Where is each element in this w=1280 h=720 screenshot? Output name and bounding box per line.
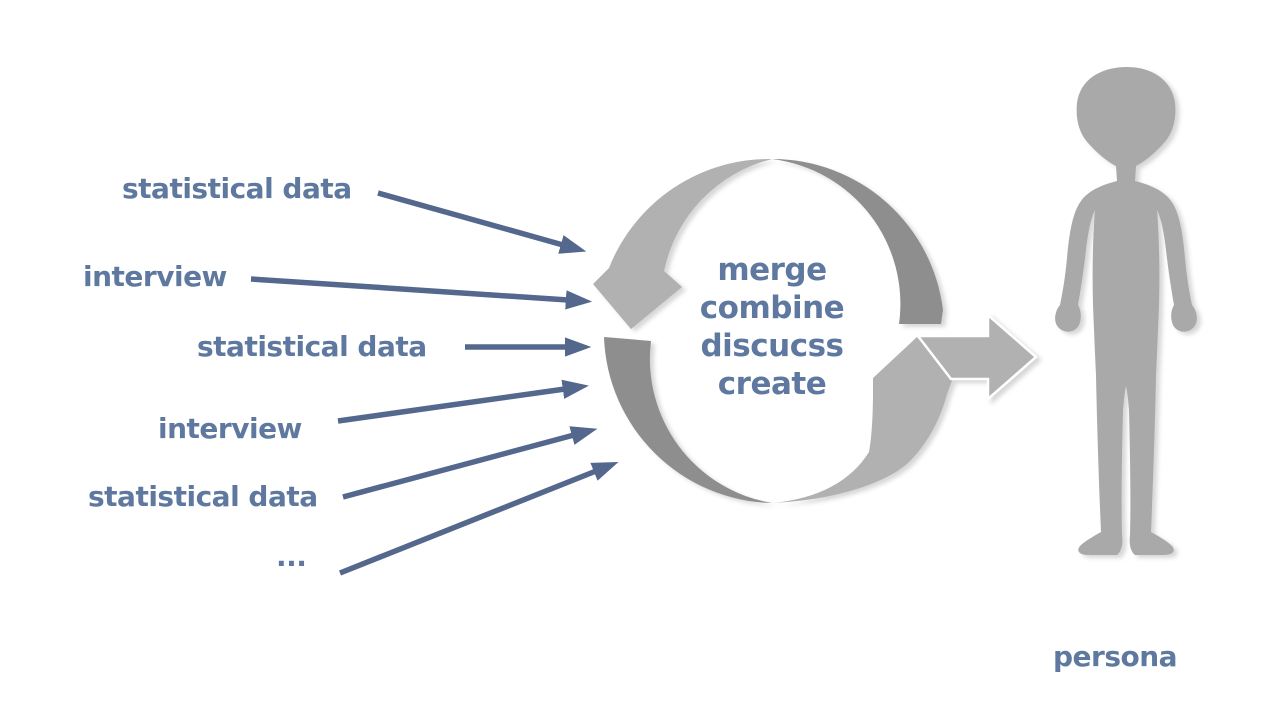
cycle-arc-bottom-left — [604, 337, 772, 503]
cycle-word-merge: merge — [717, 252, 827, 288]
input-arrow-icon — [250, 276, 593, 310]
persona-silhouette-icon — [1055, 67, 1197, 555]
input-label-interview-1: interview — [83, 260, 227, 293]
cycle-word-create: create — [717, 366, 827, 402]
input-label-statistical-data-3: statistical data — [88, 480, 318, 513]
input-label-statistical-data-1: statistical data — [122, 172, 352, 205]
cycle-word-combine: combine — [699, 290, 845, 326]
persona-label: persona — [1053, 640, 1178, 673]
input-arrows — [250, 190, 619, 576]
input-arrow-icon — [377, 190, 587, 254]
input-arrow-icon — [338, 462, 619, 576]
input-label-ellipsis: ... — [276, 540, 307, 573]
cycle-arrows-icon — [593, 158, 1038, 503]
cycle-arc-top-right — [772, 158, 943, 324]
input-label-interview-2: interview — [158, 412, 302, 445]
output-arrow-icon — [915, 312, 1038, 402]
cycle-arc-top-left — [593, 158, 772, 329]
cycle-words: merge combine discucss create — [699, 251, 845, 403]
cycle-word-discucss: discucss — [700, 328, 844, 364]
input-label-statistical-data-2: statistical data — [197, 330, 427, 363]
input-arrow-icon — [337, 379, 589, 424]
input-arrow-icon — [342, 426, 598, 500]
cycle-arc-bottom-right — [772, 337, 953, 503]
